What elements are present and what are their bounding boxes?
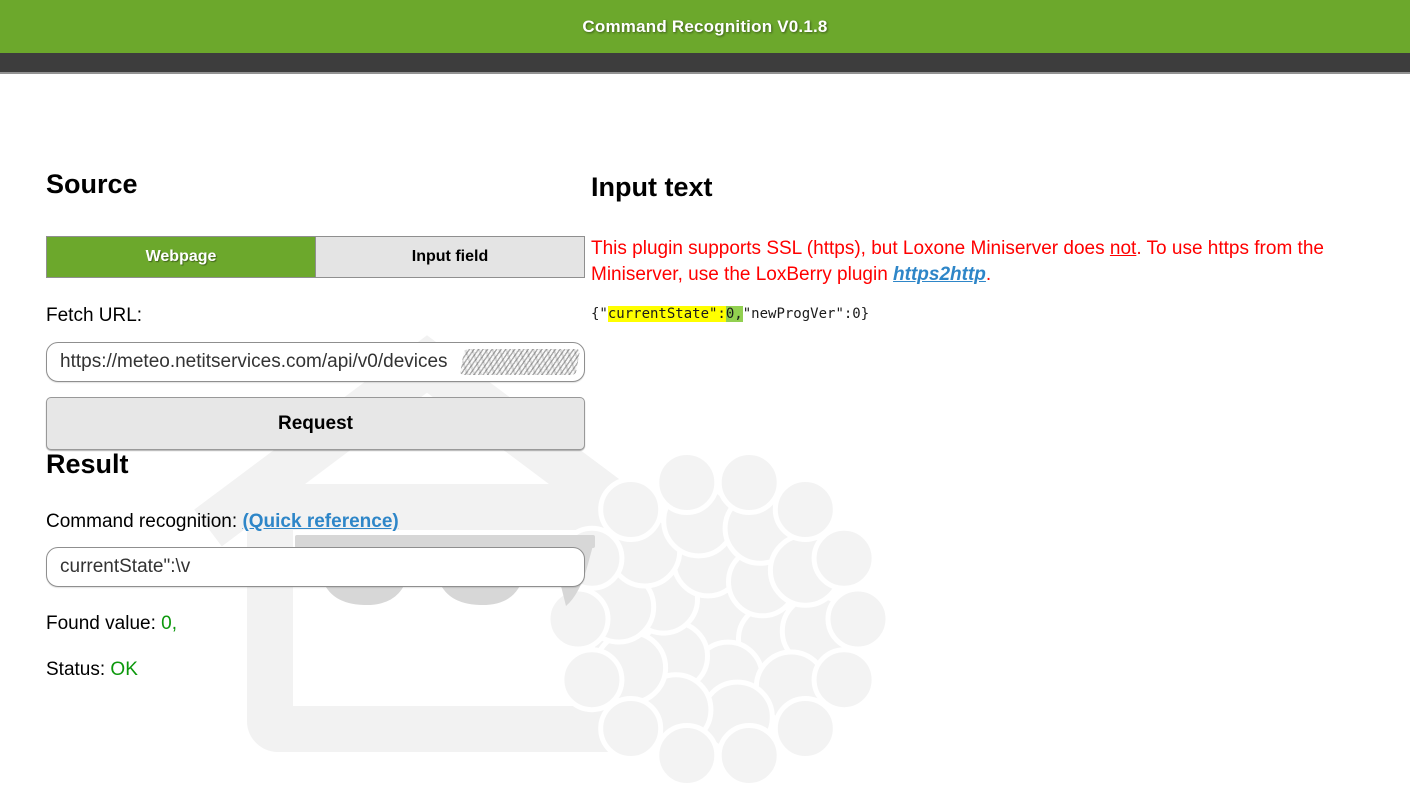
- command-recognition-line: Command recognition: (Quick reference): [46, 511, 585, 533]
- page-body: Source Webpage Input field Fetch URL: Re…: [0, 74, 1410, 788]
- found-value-label: Found value:: [46, 613, 162, 634]
- quick-reference-link[interactable]: (Quick reference): [242, 511, 399, 532]
- response-json: {"currentState":0,"newProgVer":0}: [591, 305, 1366, 323]
- text-segment: "newProgVer":0}: [742, 306, 870, 322]
- command-recognition-input[interactable]: [46, 547, 585, 587]
- request-button[interactable]: Request: [46, 397, 585, 450]
- result-heading: Result: [46, 449, 129, 479]
- text-segment: . To use https from the Miniserver, use …: [591, 238, 1324, 285]
- main-content: Source Webpage Input field Fetch URL: Re…: [0, 74, 1410, 680]
- redaction-scribble: [459, 349, 581, 375]
- found-value: 0,: [161, 613, 177, 634]
- tab-webpage[interactable]: Webpage: [47, 237, 315, 277]
- status-value: OK: [110, 659, 138, 680]
- input-text-heading: Input text: [591, 172, 713, 202]
- app-title: Command Recognition V0.1.8: [582, 16, 828, 36]
- fetch-url-wrapper: [46, 342, 585, 382]
- source-tabs: Webpage Input field: [46, 236, 585, 278]
- tab-input-field[interactable]: Input field: [315, 237, 584, 277]
- fetch-url-label: Fetch URL:: [46, 305, 143, 326]
- ssl-notice: This plugin supports SSL (https), but Lo…: [591, 236, 1366, 288]
- source-heading: Source: [46, 169, 138, 199]
- text-segment: {": [591, 306, 608, 322]
- text-segment: not: [1109, 238, 1137, 259]
- app-header: Command Recognition V0.1.8: [0, 0, 1410, 53]
- found-value-line: Found value: 0,: [46, 614, 585, 634]
- https2http-link[interactable]: https2http: [893, 264, 986, 285]
- source-column: Source Webpage Input field Fetch URL: Re…: [46, 170, 585, 680]
- text-segment: This plugin supports SSL (https), but Lo…: [591, 238, 1110, 259]
- text-segment: 0,: [725, 306, 743, 322]
- input-text-column: Input text This plugin supports SSL (htt…: [591, 170, 1366, 680]
- header-divider: [0, 72, 1410, 74]
- header-sub-bar: [0, 53, 1410, 72]
- command-recognition-label: Command recognition:: [46, 511, 243, 532]
- status-line: Status: OK: [46, 660, 585, 680]
- status-label: Status:: [46, 659, 111, 680]
- text-segment: .: [985, 264, 992, 285]
- text-segment: currentState":: [607, 306, 726, 322]
